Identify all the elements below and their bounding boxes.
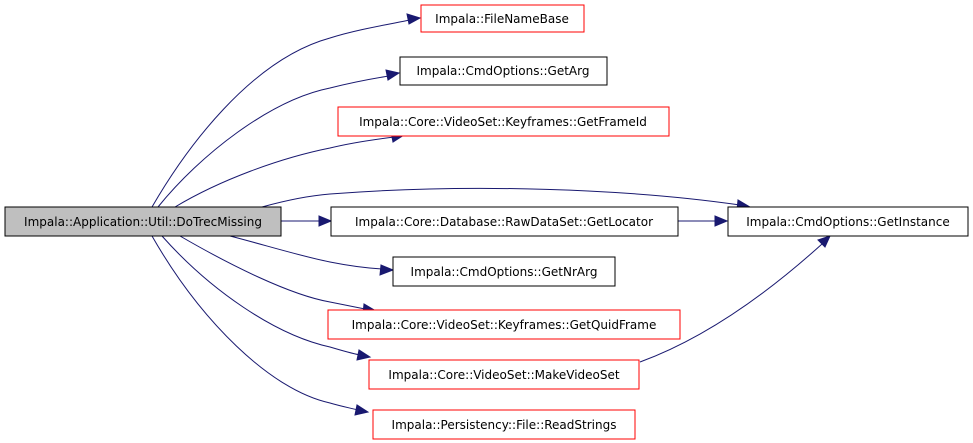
node-getframeid-label: Impala::Core::VideoSet::Keyframes::GetFr… [359, 115, 647, 129]
node-readstrings-label: Impala::Persistency::File::ReadStrings [392, 418, 617, 432]
node-getinstance-label: Impala::CmdOptions::GetInstance [746, 215, 949, 229]
node-getquidframe[interactable]: Impala::Core::VideoSet::Keyframes::GetQu… [327, 309, 681, 340]
node-getarg[interactable]: Impala::CmdOptions::GetArg [399, 56, 608, 86]
arrow-getarg [385, 69, 401, 81]
edge-root-to-getarg [157, 75, 390, 208]
node-getframeid-box [337, 106, 670, 137]
edge-root-to-getquidframe [179, 235, 366, 310]
edge-root-to-getframeid [174, 136, 395, 208]
node-filenamebase-box [420, 4, 585, 33]
node-getquidframe-box [327, 309, 681, 340]
edge-root-to-readstrings [151, 235, 359, 411]
node-makevideoset-label: Impala::Core::VideoSet::MakeVideoSet [388, 368, 619, 382]
edge-root-to-getinstance [261, 187, 741, 208]
arrow-filenamebase [406, 13, 422, 25]
arrow-getinstance-bottom [817, 235, 831, 248]
node-root[interactable]: Impala::Application::Util::DoTrecMissing [4, 206, 282, 237]
node-makevideoset-box [368, 359, 640, 390]
node-getlocator-box [330, 206, 679, 237]
arrow-makevideoset [356, 349, 372, 361]
node-root-label: Impala::Application::Util::DoTrecMissing [24, 215, 262, 229]
node-getlocator[interactable]: Impala::Core::Database::RawDataSet::GetL… [330, 206, 679, 237]
node-filenamebase[interactable]: Impala::FileNameBase [420, 4, 585, 33]
node-makevideoset[interactable]: Impala::Core::VideoSet::MakeVideoSet [368, 359, 640, 390]
node-getinstance-box [727, 206, 969, 237]
node-getlocator-label: Impala::Core::Database::RawDataSet::GetL… [355, 215, 653, 229]
edge-root-to-getnrarg [229, 235, 383, 270]
node-getnrarg[interactable]: Impala::CmdOptions::GetNrArg [392, 256, 616, 287]
edges [151, 13, 831, 416]
node-getnrarg-label: Impala::CmdOptions::GetNrArg [411, 265, 598, 279]
arrow-getinstance-mid [714, 215, 729, 227]
arrow-getnrarg [379, 264, 395, 276]
arrow-getlocator [318, 215, 333, 227]
edge-root-to-makevideoset [161, 235, 361, 356]
node-readstrings-box [372, 409, 636, 440]
node-getquidframe-label: Impala::Core::VideoSet::Keyframes::GetQu… [352, 318, 657, 332]
edge-root-to-filenamebase [151, 19, 411, 208]
node-root-box [4, 206, 282, 237]
node-getarg-box [399, 56, 608, 86]
edge-makevideoset-to-getinstance [639, 243, 823, 363]
node-getnrarg-box [392, 256, 616, 287]
node-getinstance[interactable]: Impala::CmdOptions::GetInstance [727, 206, 969, 237]
arrow-readstrings [354, 404, 370, 416]
node-getarg-label: Impala::CmdOptions::GetArg [417, 64, 590, 78]
node-readstrings[interactable]: Impala::Persistency::File::ReadStrings [372, 409, 636, 440]
node-getframeid[interactable]: Impala::Core::VideoSet::Keyframes::GetFr… [337, 106, 670, 137]
node-filenamebase-label: Impala::FileNameBase [435, 12, 569, 26]
